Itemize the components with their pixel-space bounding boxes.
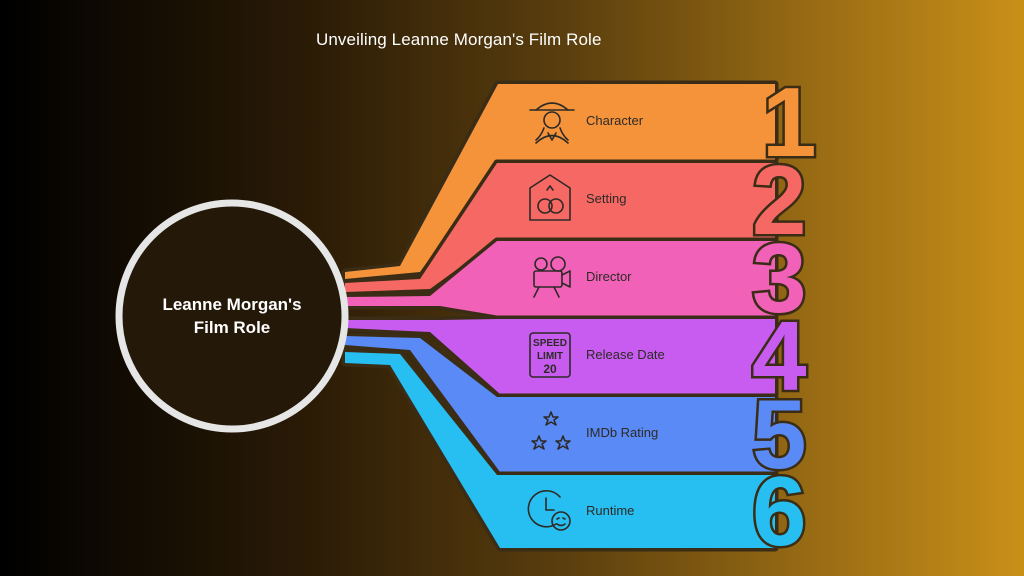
speed-sign-line-1: SPEED — [533, 338, 567, 349]
band-list — [345, 84, 775, 548]
number-list: 1 2 3 4 5 6 — [750, 65, 820, 569]
label-release-date: Release Date — [586, 347, 665, 362]
label-imdb-rating: IMDb Rating — [586, 425, 658, 440]
speed-limit-sign-icon — [529, 332, 571, 378]
speed-sign-text: SPEED LIMIT 20 — [533, 338, 567, 376]
center-title-line-2: Film Role — [194, 318, 271, 337]
clock-face-icon — [527, 490, 571, 531]
label-runtime: Runtime — [586, 503, 634, 518]
label-setting: Setting — [586, 191, 626, 206]
label-list: Character Setting Director Release Date … — [586, 113, 665, 518]
number-3: 3 — [752, 223, 807, 333]
center-circle — [115, 199, 349, 433]
detective-woman-icon — [529, 102, 575, 144]
page-title: Unveiling Leanne Morgan's Film Role — [316, 30, 602, 49]
stars-icon — [531, 411, 571, 450]
number-6: 6 — [752, 456, 807, 566]
speed-sign-line-2: LIMIT — [537, 351, 563, 362]
center-title-line-1: Leanne Morgan's — [162, 295, 301, 314]
wedding-rings-house-icon — [529, 174, 571, 221]
center-hub: Leanne Morgan's Film Role — [115, 199, 349, 433]
number-4: 4 — [752, 301, 807, 411]
label-director: Director — [586, 269, 632, 284]
speed-sign-line-3: 20 — [543, 362, 557, 376]
number-5: 5 — [752, 379, 807, 489]
number-1: 1 — [762, 67, 817, 177]
number-2: 2 — [752, 145, 807, 255]
label-character: Character — [586, 113, 644, 128]
movie-camera-icon — [533, 256, 571, 298]
icon-list — [527, 102, 575, 531]
